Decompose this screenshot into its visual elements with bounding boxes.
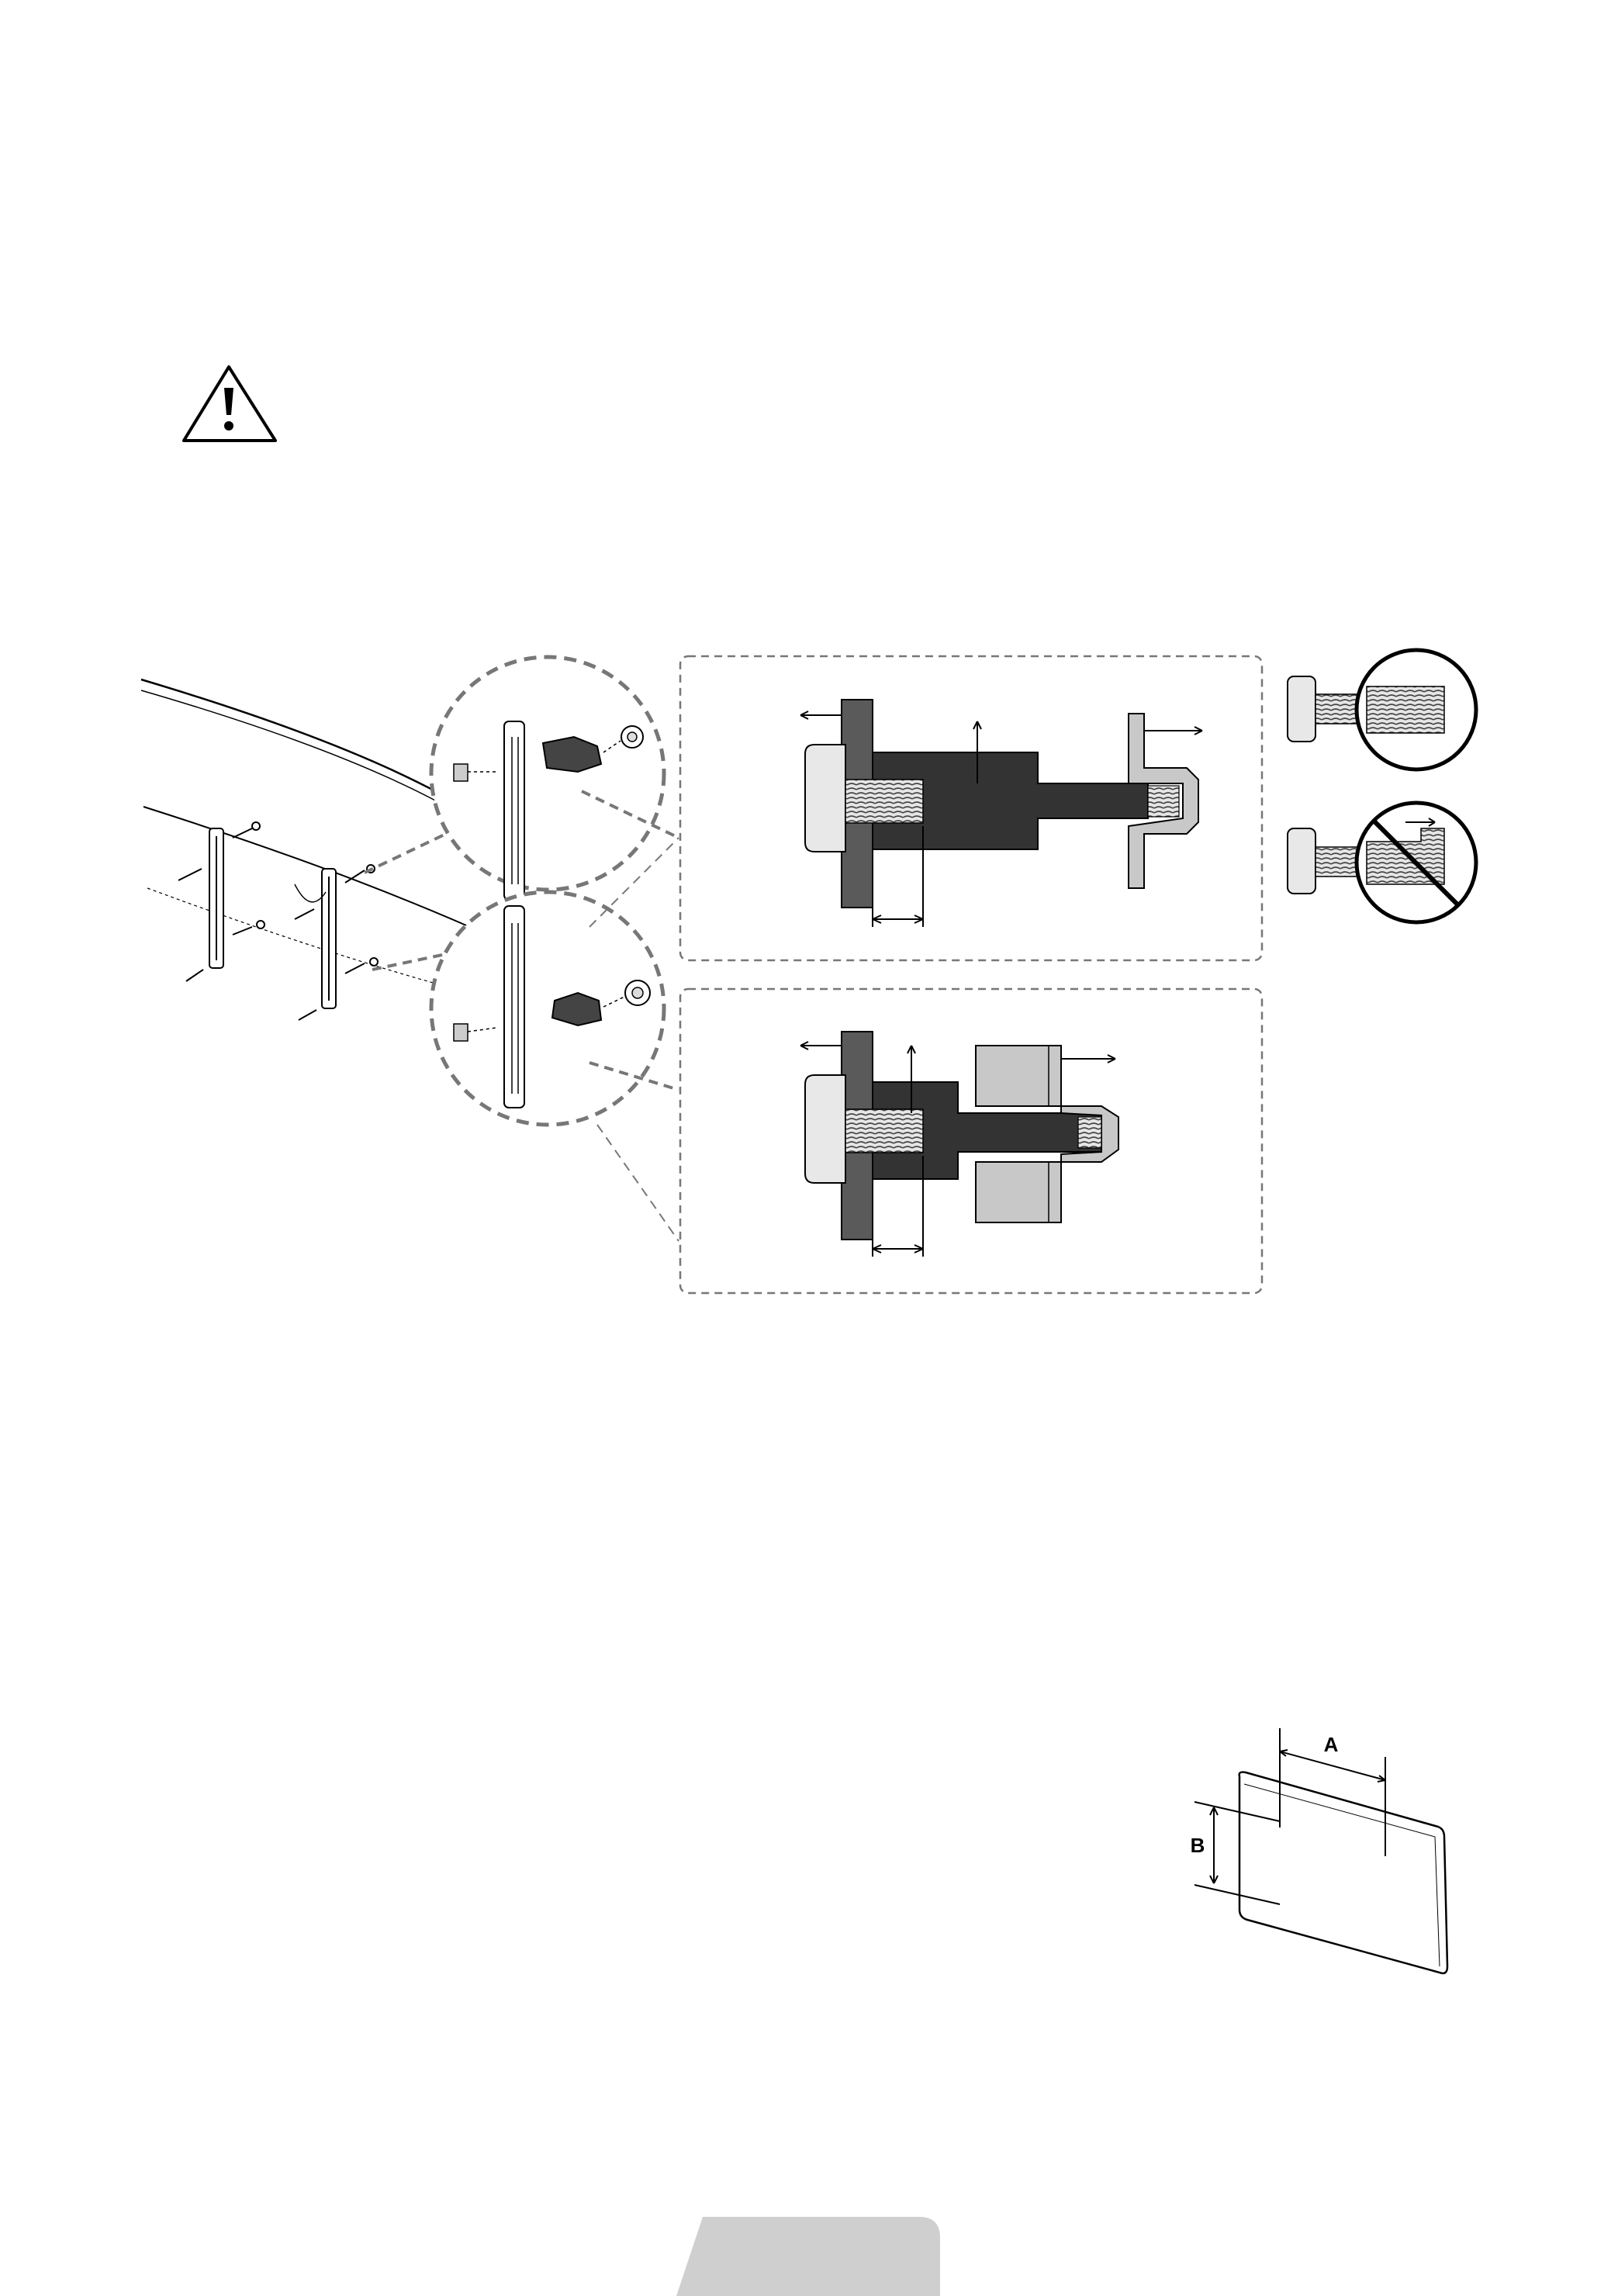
zoom-callout-bottom <box>429 890 666 1127</box>
incorrect-screw-illustration <box>1287 800 1478 925</box>
callout-connector-lines <box>364 790 679 1242</box>
footer-page-tab <box>676 2217 940 2296</box>
dimension-label-b: B <box>1191 1834 1205 1857</box>
curved-tv-back-illustration <box>140 678 472 1021</box>
wall-bracket-right <box>294 864 379 1021</box>
wall-bracket-left <box>178 821 265 982</box>
prohibited-slash-icon <box>1371 818 1461 908</box>
correct-screw-illustration <box>1287 648 1478 772</box>
cross-section-panel-bottom <box>679 987 1264 1295</box>
cross-section-panel-top <box>679 655 1264 962</box>
vesa-dimension-diagram: A B <box>1191 1728 1449 1975</box>
zoom-callout-top <box>429 655 666 901</box>
warning-triangle-icon <box>182 365 277 442</box>
dimension-label-a: A <box>1324 1733 1339 1756</box>
